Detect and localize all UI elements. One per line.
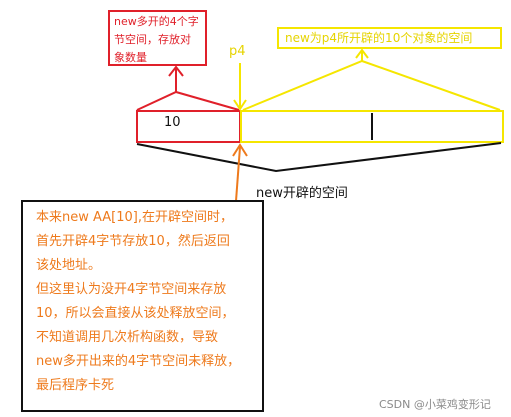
- release-arrow: [235, 146, 241, 202]
- explanation-line: 但这里认为没开4字节空间来存放: [36, 282, 227, 297]
- objects-note: new为p4所开辟的10个对象的空间: [277, 27, 502, 49]
- p4-label: p4: [229, 44, 246, 59]
- explanation-line: 不知道调用几次析构函数，导致: [36, 330, 219, 345]
- explanation-line: 首先开辟4字节存放10，然后返回: [36, 234, 230, 249]
- explanation-line: 该处地址。: [36, 258, 102, 273]
- explanation-line: new多开出来的4字节空间未释放，: [36, 354, 241, 369]
- header-brace: [136, 90, 240, 111]
- explanation-line: 最后程序卡死: [36, 378, 115, 393]
- new-space-brace: [136, 142, 502, 173]
- header-arrow-head: [168, 65, 184, 77]
- memory-value: 10: [164, 115, 181, 130]
- p4-pointer-head: [233, 99, 247, 111]
- explanation-line: 10，所以会直接从该处释放空间，: [36, 306, 235, 321]
- watermark: CSDN @小菜鸡变形记: [379, 398, 491, 411]
- objects-arrow-head: [355, 48, 369, 59]
- release-arrow-head: [232, 143, 248, 157]
- objects-brace: [242, 59, 501, 111]
- memory-block: [136, 110, 504, 143]
- header-note: new多开的4个字节空间，存放对象数量: [108, 10, 207, 66]
- objects-segment: [240, 110, 504, 143]
- explanation-line: 本来new AA[10],在开辟空间时，: [36, 210, 233, 225]
- header-segment: [136, 110, 241, 143]
- explanation-box: 本来new AA[10],在开辟空间时， 首先开辟4字节存放10，然后返回 该处…: [21, 200, 264, 412]
- new-space-label: new开辟的空间: [256, 186, 348, 201]
